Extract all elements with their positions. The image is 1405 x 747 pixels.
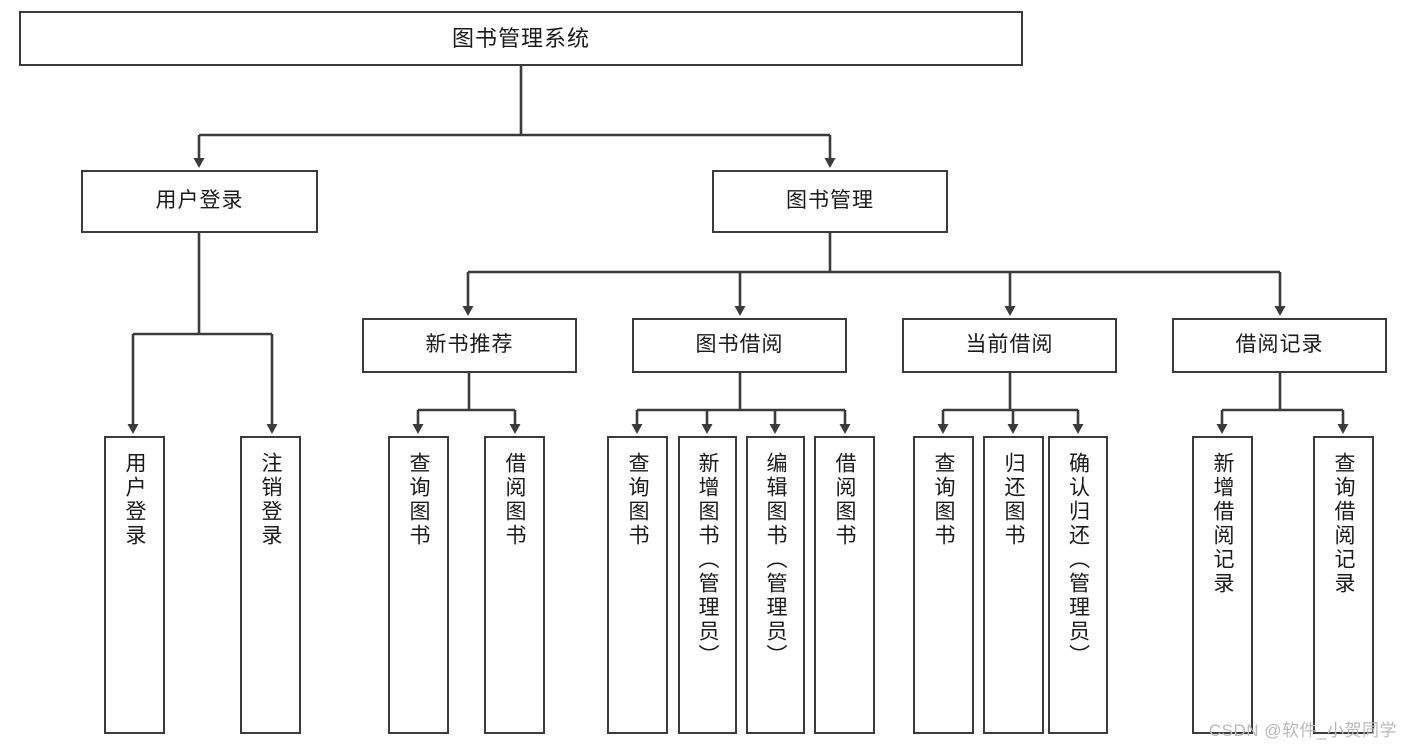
leaf-query-book-recommend[interactable]: 查询图书 (388, 436, 449, 734)
leaf-query-borrow-record[interactable]: 查询借阅记录 (1313, 436, 1374, 734)
leaf-add-book-admin[interactable]: 新增图书（管理员） (678, 436, 737, 734)
node-label: 当前借阅 (965, 333, 1054, 357)
node-label: 确认归还（管理员） (1066, 452, 1090, 668)
node-borrow-record[interactable]: 借阅记录 (1172, 318, 1387, 373)
node-label: 用户登录 (155, 189, 244, 213)
node-label: 图书管理 (786, 189, 874, 213)
node-current-borrow[interactable]: 当前借阅 (902, 318, 1117, 373)
node-root[interactable]: 图书管理系统 (19, 11, 1023, 66)
leaf-logout[interactable]: 注销登录 (240, 436, 301, 734)
node-label: 借阅图书 (833, 452, 856, 548)
leaf-query-book-current[interactable]: 查询图书 (913, 436, 974, 734)
leaf-user-login[interactable]: 用户登录 (104, 436, 165, 734)
node-label: 新增借阅记录 (1211, 452, 1234, 596)
node-label: 借阅图书 (503, 452, 526, 548)
leaf-borrow-book[interactable]: 借阅图书 (814, 436, 875, 734)
node-book-management[interactable]: 图书管理 (712, 170, 948, 233)
node-book-borrow[interactable]: 图书借阅 (632, 318, 847, 373)
node-label: 查询借阅记录 (1332, 452, 1355, 596)
leaf-edit-book-admin[interactable]: 编辑图书（管理员） (746, 436, 805, 734)
node-label: 注销登录 (259, 452, 282, 548)
node-label: 查询图书 (407, 452, 430, 548)
node-user-login[interactable]: 用户登录 (81, 170, 318, 233)
node-label: 查询图书 (932, 452, 955, 548)
watermark: CSDN @软件_小贺同学 (1208, 721, 1397, 740)
node-label: 图书管理系统 (451, 25, 590, 51)
node-new-book-recommend[interactable]: 新书推荐 (362, 318, 577, 373)
node-label: 新书推荐 (425, 333, 514, 357)
node-label: 查询图书 (626, 452, 649, 548)
leaf-borrow-book-recommend[interactable]: 借阅图书 (484, 436, 545, 734)
node-label: 图书借阅 (695, 333, 784, 357)
node-label: 用户登录 (123, 452, 146, 548)
node-label: 编辑图书（管理员） (764, 452, 787, 668)
leaf-add-borrow-record[interactable]: 新增借阅记录 (1192, 436, 1253, 734)
node-label: 借阅记录 (1235, 333, 1324, 357)
leaf-confirm-return-admin[interactable]: 确认归还（管理员） (1048, 436, 1108, 734)
node-label: 新增图书（管理员） (696, 452, 719, 668)
node-label: 归还图书 (1002, 452, 1025, 548)
leaf-query-book-borrow[interactable]: 查询图书 (607, 436, 668, 734)
leaf-return-book[interactable]: 归还图书 (983, 436, 1044, 734)
